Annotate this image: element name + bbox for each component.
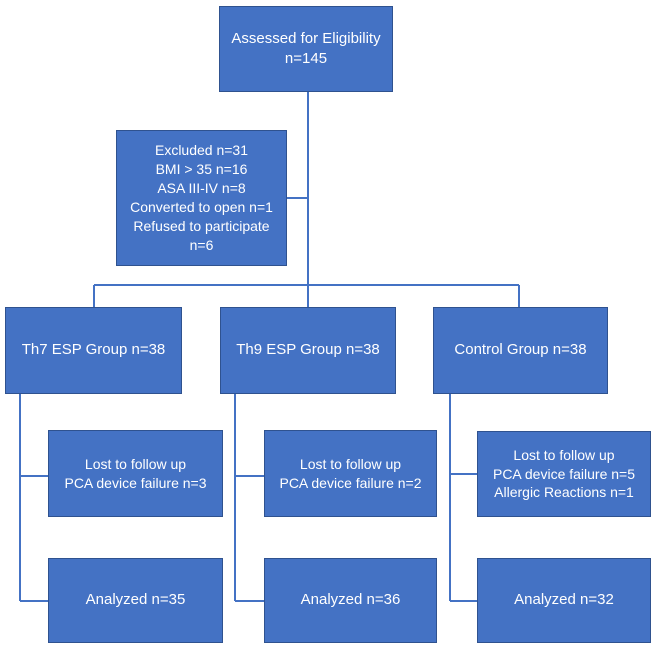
group-label: Control Group n=38 <box>454 341 587 359</box>
excluded-bmi: BMI > 35 n=16 <box>155 161 248 178</box>
group-box-th7: Th7 ESP Group n=38 <box>5 307 182 394</box>
lost-title: Lost to follow up <box>299 455 402 472</box>
analyzed-label: Analyzed n=32 <box>514 591 614 609</box>
analyzed-label: Analyzed n=35 <box>85 591 186 609</box>
lost-title: Lost to follow up <box>84 455 187 472</box>
analyzed-box-control: Analyzed n=32 <box>477 558 651 643</box>
lost-device-failure: PCA device failure n=5 <box>492 465 636 482</box>
eligibility-box: Assessed for Eligibility n=145 <box>219 6 393 92</box>
lost-device-failure: PCA device failure n=2 <box>279 474 422 491</box>
analyzed-box-th7: Analyzed n=35 <box>48 558 223 643</box>
analyzed-box-th9: Analyzed n=36 <box>264 558 437 643</box>
group-label: Th9 ESP Group n=38 <box>236 341 380 359</box>
group-box-th9: Th9 ESP Group n=38 <box>220 307 396 394</box>
analyzed-label: Analyzed n=36 <box>300 591 401 609</box>
lost-box-th9: Lost to follow up PCA device failure n=2 <box>264 430 437 517</box>
lost-device-failure: PCA device failure n=3 <box>64 474 207 491</box>
group-label: Th7 ESP Group n=38 <box>21 341 166 359</box>
excluded-converted: Converted to open n=1 <box>130 199 273 215</box>
lost-box-th7: Lost to follow up PCA device failure n=3 <box>48 430 223 517</box>
group-box-control: Control Group n=38 <box>433 307 608 394</box>
lost-title: Lost to follow up <box>513 446 615 463</box>
excluded-asa: ASA III-IV n=8 <box>157 180 246 197</box>
excluded-refused: Refused to participate <box>133 217 270 234</box>
lost-allergic: Allergic Reactions n=1 <box>494 484 634 501</box>
excluded-total: Excluded n=31 <box>154 142 249 159</box>
excluded-refused-count: n=6 <box>189 236 214 253</box>
excluded-box: Excluded n=31 BMI > 35 n=16 ASA III-IV n… <box>116 130 287 266</box>
lost-box-control: Lost to follow up PCA device failure n=5… <box>477 431 651 517</box>
eligibility-title: Assessed for Eligibility <box>231 29 381 47</box>
eligibility-count: n=145 <box>284 50 328 67</box>
